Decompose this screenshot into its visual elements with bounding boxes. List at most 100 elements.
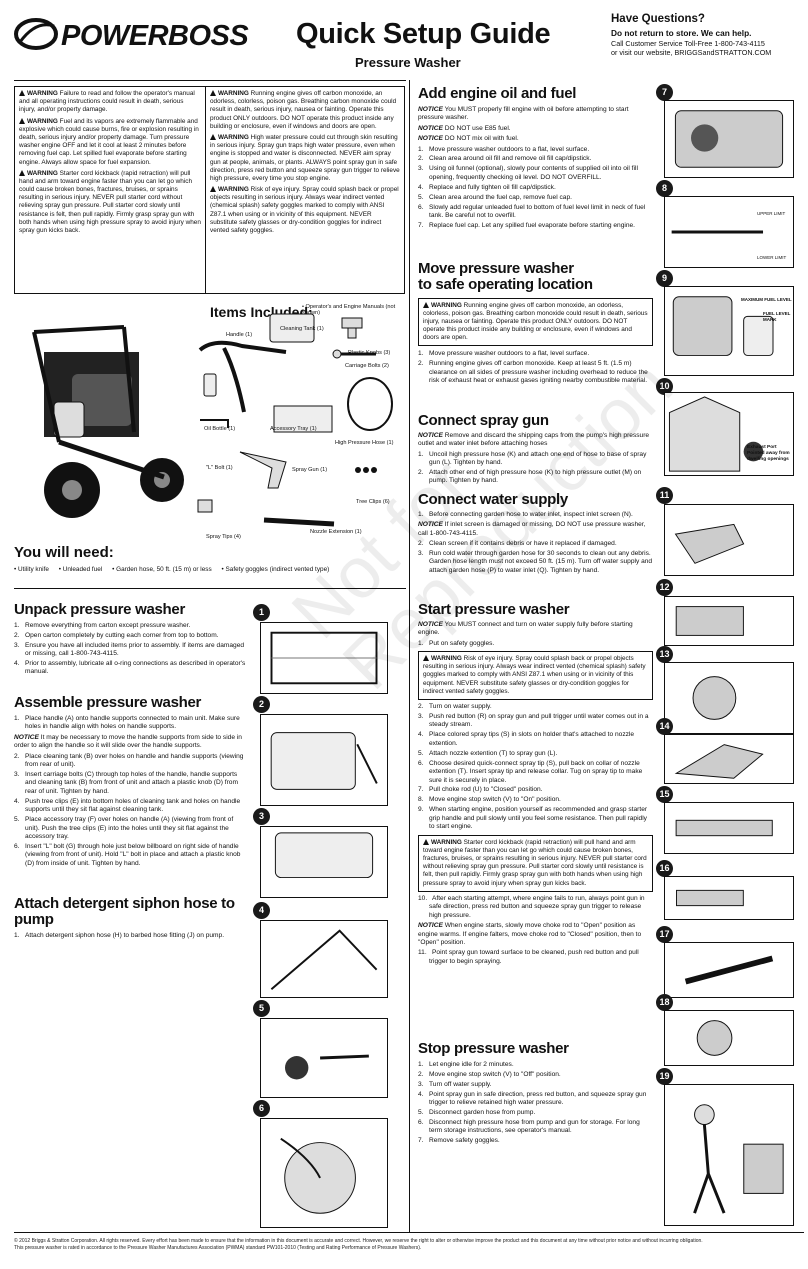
phone-line: Call Customer Service Toll-Free 1-800-74… xyxy=(611,38,765,48)
oil-notice: NOTICE DO NOT mix oil with fuel. xyxy=(418,135,519,143)
figure-14 xyxy=(664,734,794,784)
oil-upper-limit-label: UPPER LIMIT xyxy=(757,211,786,216)
siphon-step: 1.Attach detergent siphon hose (H) to ba… xyxy=(14,931,225,939)
warning-carbon-monoxide: WARNING Running engine gives off carbon … xyxy=(210,90,397,130)
questions-subheading: Do not return to store. We can help. xyxy=(611,27,752,38)
item-label-l-bolt: "L" Bolt (1) xyxy=(206,465,233,471)
figure-number-17: 17 xyxy=(656,926,673,943)
item-label-carriage-bolts: Carriage Bolts (2) xyxy=(345,363,389,369)
start-notice: NOTICE You MUST connect and turn on wate… xyxy=(418,620,633,637)
start-notice-choke: NOTICE When engine starts, slowly move c… xyxy=(418,922,642,946)
stop-title: Stop pressure washer xyxy=(418,1040,569,1057)
warning-kickback: WARNING Starter cord kickback (rapid ret… xyxy=(19,169,201,234)
contact-block: Have Questions? Do not return to store. … xyxy=(611,12,801,58)
figure-number-16: 16 xyxy=(656,860,673,877)
figure-number-11: 11 xyxy=(656,487,673,504)
footer: © 2012 Briggs & Stratton Corporation. Al… xyxy=(14,1238,804,1252)
start-step: 9.When starting engine, position yoursel… xyxy=(418,806,648,831)
brand-name: POWERBOSS xyxy=(61,20,249,52)
start-eye-warning: WARNING Risk of eye injury. Spray could … xyxy=(418,651,653,700)
figure-12 xyxy=(664,596,794,646)
location-step: 2.Running engine gives off carbon monoxi… xyxy=(418,360,648,385)
unpack-step: 1.Remove everything from carton except p… xyxy=(14,621,191,629)
water-step: 3.Run cold water through garden hose for… xyxy=(418,550,653,574)
assemble-step: 6.Insert "L" bolt (G) through hole just … xyxy=(14,842,241,867)
siphon-title: Attach detergent siphon hose to pump xyxy=(14,895,235,928)
water-section: Connect water supply 1.Before connecting… xyxy=(418,492,653,577)
figure-number-19: 19 xyxy=(656,1068,673,1085)
start-step: 4.Place colored spray tips (S) in slots … xyxy=(418,731,635,747)
figure-number-5: 5 xyxy=(253,1000,270,1017)
start-step: 11.Point spray gun toward surface to be … xyxy=(418,949,639,965)
figure-19 xyxy=(664,1084,794,1226)
divider xyxy=(14,588,406,589)
item-label-high-pressure-hose: High Pressure Hose (1) xyxy=(335,440,394,446)
item-label-nozzle-extension: Nozzle Extension (1) xyxy=(310,529,362,535)
start-step: 6.Choose desired quick-connect spray tip… xyxy=(418,759,643,784)
stop-step: 7.Remove safety goggles. xyxy=(418,1137,500,1145)
oil-notice: NOTICE You MUST properly fill engine wit… xyxy=(418,105,629,122)
oil-lower-limit-label: LOWER LIMIT xyxy=(757,255,787,260)
oil-section: Add engine oil and fuel NOTICE You MUST … xyxy=(418,86,653,232)
start-step: 5.Attach nozzle extention (T) to spray g… xyxy=(418,749,558,757)
warnings-box-left: WARNING Failure to read and follow the o… xyxy=(14,86,206,294)
item-label-spray-gun: Spray Gun (1) xyxy=(292,467,328,473)
spray-gun-step: 1.Uncoil high pressure hose (K) and atta… xyxy=(418,450,647,467)
figure-13 xyxy=(664,662,794,734)
assemble-step: 5.Place accessory tray (F) over holes on… xyxy=(14,816,234,840)
location-title-line1: Move pressure washer xyxy=(418,260,574,277)
you-will-need-list: • Utility knife • Unleaded fuel • Garden… xyxy=(14,566,406,574)
assemble-section: Assemble pressure washer 1.Place handle … xyxy=(14,695,249,870)
need-item: • Unleaded fuel xyxy=(58,566,103,573)
start-step: 2.Turn on water supply. xyxy=(418,703,492,710)
stop-step: 4.Point spray gun in safe direction, pre… xyxy=(418,1090,647,1106)
warnings-box-right: WARNING Running engine gives off carbon … xyxy=(205,86,405,294)
stop-step: 5.Disconnect garden hose from pump. xyxy=(418,1108,536,1116)
need-item: • Utility knife xyxy=(14,566,49,573)
assemble-step: 4.Push tree clips (E) into bottom holes … xyxy=(14,797,241,814)
start-step: 8.Move engine stop switch (V) to "On" po… xyxy=(418,796,561,804)
figure-4 xyxy=(260,920,388,998)
item-label-oil-bottle: Oil Bottle (1) xyxy=(204,426,236,432)
assemble-step: 1.Place handle (A) onto handle supports … xyxy=(14,714,240,731)
logo-swoosh-icon xyxy=(14,18,58,50)
location-title-line2: to safe operating location xyxy=(418,275,593,293)
oil-step: 3.Using oil funnel (optional), slowly po… xyxy=(418,165,638,181)
stop-step: 2.Move engine stop switch (V) to "Off" p… xyxy=(418,1070,561,1078)
item-label-cleaning-tank: Cleaning Tank (1) xyxy=(280,326,324,332)
start-step: 10.After each starting attempt, where en… xyxy=(418,894,645,919)
figure-number-3: 3 xyxy=(253,808,270,825)
location-warning: WARNING Running engine gives off carbon … xyxy=(418,297,653,347)
start-section: Start pressure washer NOTICE You MUST co… xyxy=(418,602,653,968)
stop-step: 6.Disconnect high pressure hose from pum… xyxy=(418,1118,640,1135)
page-title: Quick Setup Guide xyxy=(296,18,551,50)
water-step: 2.Clean screen if it contains debris or … xyxy=(418,540,617,548)
figure-number-18: 18 xyxy=(656,994,673,1011)
footer-divider xyxy=(14,1232,804,1233)
fuel-mark-label: FUEL LEVEL MARK xyxy=(763,311,791,322)
figure-10: Exhaust Port Pointed away from dwelling … xyxy=(664,392,794,476)
assemble-notice: NOTICE It may be necessary to move the h… xyxy=(14,733,242,750)
warning-eye-injury: WARNING Risk of eye injury. Spray could … xyxy=(210,186,399,234)
start-step: 7.Pull choke rod (U) to "Closed" positio… xyxy=(418,786,543,794)
stop-section: Stop pressure washer 1.Let engine idle f… xyxy=(418,1041,653,1147)
figure-number-9: 9 xyxy=(656,270,673,287)
footer-copyright: © 2012 Briggs & Stratton Corporation. Al… xyxy=(14,1238,703,1244)
fuel-max-label: MAXIMUM FUEL LEVEL xyxy=(741,297,792,302)
figure-number-1: 1 xyxy=(253,604,270,621)
need-item: • Safety goggles (indirect vented type) xyxy=(221,566,330,573)
figure-number-6: 6 xyxy=(253,1100,270,1117)
oil-step: 5.Clean area around the fuel cap, remove… xyxy=(418,193,572,201)
figure-2 xyxy=(260,714,388,806)
figure-number-13: 13 xyxy=(656,646,673,663)
questions-heading: Have Questions? xyxy=(611,13,705,25)
powerboss-logo: POWERBOSS xyxy=(14,14,269,54)
oil-step: 7.Replace fuel cap. Let any spilled fuel… xyxy=(418,222,636,229)
oil-step: 6.Slowly add regular unleaded fuel to bo… xyxy=(418,203,646,220)
unpack-step: 4.Prior to assembly, lubricate all o-rin… xyxy=(14,660,246,676)
unpack-step: 2.Open carton completely by cutting each… xyxy=(14,631,219,639)
start-kickback-warning: WARNING Starter cord kickback (rapid ret… xyxy=(418,834,653,892)
divider xyxy=(14,80,406,81)
unpack-section: Unpack pressure washer 1.Remove everythi… xyxy=(14,602,249,678)
water-step: 1.Before connecting garden hose to water… xyxy=(418,510,633,518)
